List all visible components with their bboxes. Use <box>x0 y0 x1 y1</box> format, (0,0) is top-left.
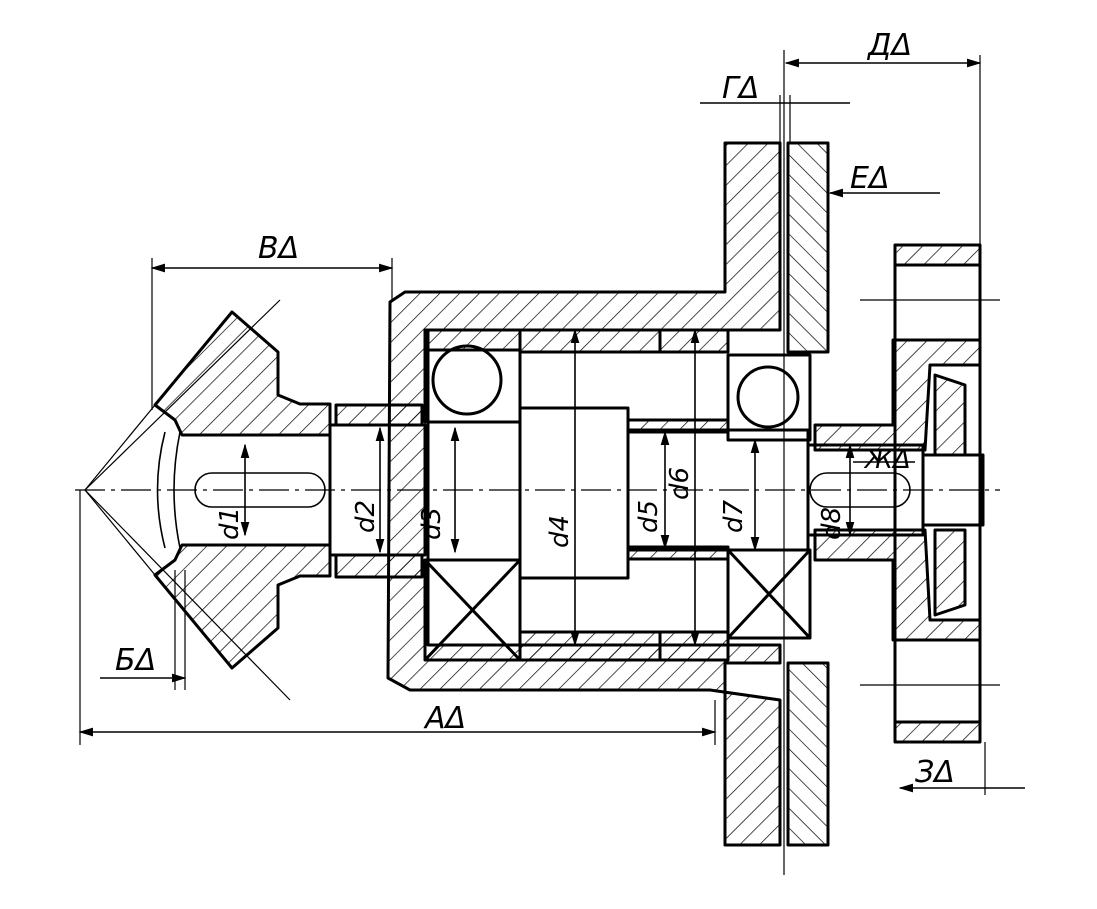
housing <box>386 50 830 875</box>
right-bearing <box>726 353 812 640</box>
label-d5: d5 <box>634 500 664 533</box>
label-A: AΔ <box>423 701 466 736</box>
left-bearing <box>423 328 522 662</box>
label-d4: d4 <box>545 515 575 548</box>
label-d3: d3 <box>417 507 447 540</box>
label-ZH: ЖΔ <box>863 445 911 475</box>
label-E: EΔ <box>850 161 889 196</box>
label-d2: d2 <box>351 500 381 533</box>
dimension-labels: AΔ БΔ ВΔ ΓΔ ДΔ EΔ ЖΔ ЗΔ <box>115 28 955 790</box>
dimension-lines <box>78 55 1025 795</box>
diameter-arrows <box>240 328 855 647</box>
label-d1: d1 <box>215 507 245 540</box>
label-V: ВΔ <box>258 231 299 266</box>
label-d7: d7 <box>719 499 749 533</box>
label-d8: d8 <box>817 507 847 540</box>
label-Z: ЗΔ <box>915 755 955 790</box>
label-G: ΓΔ <box>722 71 759 106</box>
label-d6: d6 <box>665 467 695 500</box>
diameter-labels: d1 d2 d3 d4 d5 d6 d7 d8 <box>215 467 847 548</box>
bevel-gear <box>84 299 332 701</box>
spur-gear-hub <box>813 243 1000 744</box>
bearing-spacers <box>518 328 730 662</box>
label-B: БΔ <box>115 643 156 678</box>
shaft <box>328 403 985 580</box>
label-D: ДΔ <box>866 28 912 63</box>
